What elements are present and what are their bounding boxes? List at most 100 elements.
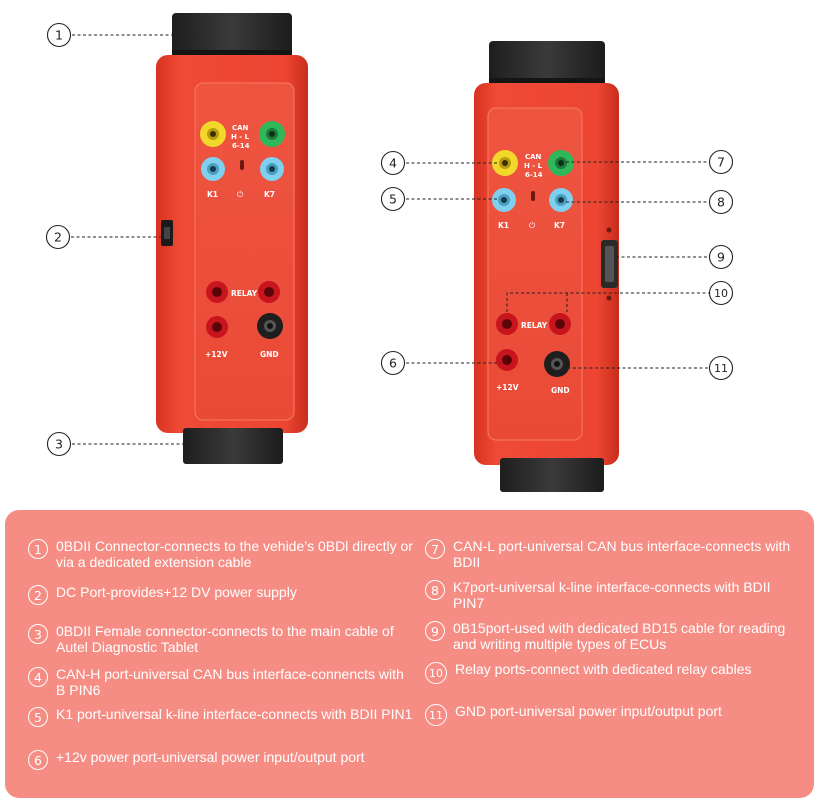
legend-item-5: 5 K1 port-universal k-line interface-con…: [28, 706, 413, 727]
label-gnd: GND: [551, 386, 570, 395]
can-h-port: [492, 150, 518, 176]
legend-item-11: 11 GND port-universal power input/output…: [425, 703, 800, 726]
relay-port-1: [496, 313, 518, 335]
legend-text: DC Port-provides+12 DV power supply: [56, 584, 297, 600]
power-icon: ⏻: [237, 190, 244, 199]
label-k1: K1: [207, 190, 218, 199]
legend-text: +12v power port-universal power input/ou…: [56, 749, 365, 765]
legend-number: 5: [28, 707, 48, 727]
legend-number: 6: [28, 750, 48, 770]
k1-port: [492, 188, 516, 212]
label-pins: 6-14: [525, 171, 543, 179]
legend-item-4: 4 CAN-H port-universal CAN bus interface…: [28, 666, 413, 698]
can-l-port: [548, 150, 574, 176]
k7-port: [549, 188, 573, 212]
label-pins: 6-14: [232, 142, 250, 150]
legend-number: 10: [425, 662, 447, 684]
legend-text: 0BDII Female connector-connects to the m…: [56, 623, 394, 655]
device-right: CAN H - L 6-14 K1 K7 ⏻ RELAY +12V GND: [474, 41, 619, 492]
svg-text:3: 3: [55, 437, 63, 452]
legend-number: 7: [425, 539, 445, 559]
obd-male-connector: [489, 41, 605, 85]
power-icon: ⏻: [529, 221, 536, 230]
v12-port: [206, 316, 228, 338]
callout-1: 1: [46, 22, 72, 48]
relay-port-2: [258, 281, 280, 303]
gnd-port: [544, 351, 570, 377]
label-k1: K1: [498, 221, 509, 230]
status-led: [240, 160, 244, 170]
legend-text: Relay ports-connect with dedicated relay…: [455, 661, 752, 677]
legend-item-10: 10 Relay ports-connect with dedicated re…: [425, 661, 800, 684]
label-12v: +12V: [496, 383, 519, 392]
k1-port: [201, 157, 225, 181]
v12-port: [496, 349, 518, 371]
callout-6: 6: [380, 350, 406, 376]
svg-text:4: 4: [389, 156, 397, 171]
legend-text: K1 port-universal k-line interface-conne…: [56, 706, 413, 722]
legend-item-9: 9 0B15port-used with dedicated BD15 cabl…: [425, 620, 800, 652]
obd-female-connector: [500, 458, 604, 492]
legend-text: GND port-universal power input/output po…: [455, 703, 722, 719]
legend-number: 3: [28, 624, 48, 644]
callout-2: 2: [45, 224, 71, 250]
callout-4: 4: [380, 150, 406, 176]
can-h-port: [200, 121, 226, 147]
legend-text: CAN-L port-universal CAN bus interface-c…: [453, 538, 791, 570]
svg-text:8: 8: [717, 195, 725, 210]
label-relay: RELAY: [521, 321, 548, 330]
legend-text: CAN-H port-universal CAN bus interface-c…: [56, 666, 404, 698]
callout-lines: [71, 34, 709, 445]
svg-text:7: 7: [717, 155, 725, 170]
legend-item-6: 6 +12v power port-universal power input/…: [28, 749, 423, 770]
legend-item-8: 8 K7port-universal k-line interface-conn…: [425, 579, 800, 611]
status-led: [531, 191, 535, 201]
label-can: CAN: [525, 153, 542, 161]
callout-3: 3: [46, 431, 72, 457]
callout-11: 11: [708, 355, 734, 381]
legend-panel: [5, 510, 814, 798]
label-12v: +12V: [205, 350, 228, 359]
can-l-port: [259, 121, 285, 147]
legend-number: 9: [425, 621, 445, 641]
svg-text:9: 9: [717, 250, 725, 265]
svg-text:1: 1: [55, 28, 63, 43]
device-left: CAN H - L 6-14 K1 K7 ⏻ RELAY +12V GND: [156, 13, 308, 464]
legend-number: 8: [425, 580, 445, 600]
svg-text:6: 6: [389, 356, 397, 371]
legend-number: 4: [28, 667, 48, 687]
obd-male-connector: [172, 13, 292, 57]
svg-text:5: 5: [389, 192, 397, 207]
legend-text: 0BDII Connector-connects to the vehide’s…: [56, 538, 413, 570]
legend-text: 0B15port-used with dedicated BD15 cable …: [453, 620, 786, 652]
label-gnd: GND: [260, 350, 279, 359]
label-relay: RELAY: [231, 289, 258, 298]
label-can: CAN: [232, 124, 249, 132]
legend-number: 11: [425, 704, 447, 726]
k7-port: [260, 157, 284, 181]
legend-item-1: 1 0BDII Connector-connects to the vehide…: [28, 538, 413, 570]
svg-text:11: 11: [714, 362, 728, 375]
legend-text: K7port-universal k-line interface-connec…: [453, 579, 771, 611]
svg-text:10: 10: [714, 287, 728, 300]
relay-port-2: [549, 313, 571, 335]
label-k7: K7: [554, 221, 565, 230]
callout-7: 7: [708, 149, 734, 175]
relay-port-1: [206, 281, 228, 303]
legend-item-3: 3 0BDII Female connector-connects to the…: [28, 623, 413, 655]
legend-number: 2: [28, 585, 48, 605]
label-k7: K7: [264, 190, 275, 199]
label-hl: H - L: [524, 162, 543, 170]
legend-number: 1: [28, 539, 48, 559]
callout-10: 10: [708, 280, 734, 306]
svg-text:2: 2: [54, 230, 62, 245]
obd-female-connector: [183, 428, 283, 464]
callout-5: 5: [380, 186, 406, 212]
callout-8: 8: [708, 189, 734, 215]
gnd-port: [257, 313, 283, 339]
label-hl: H - L: [231, 133, 250, 141]
legend-item-2: 2 DC Port-provides+12 DV power supply: [28, 584, 413, 605]
callout-markers: 1 2 3 4 5 6 7 8 9 10 11: [45, 22, 734, 457]
legend-item-7: 7 CAN-L port-universal CAN bus interface…: [425, 538, 800, 570]
callout-9: 9: [708, 244, 734, 270]
